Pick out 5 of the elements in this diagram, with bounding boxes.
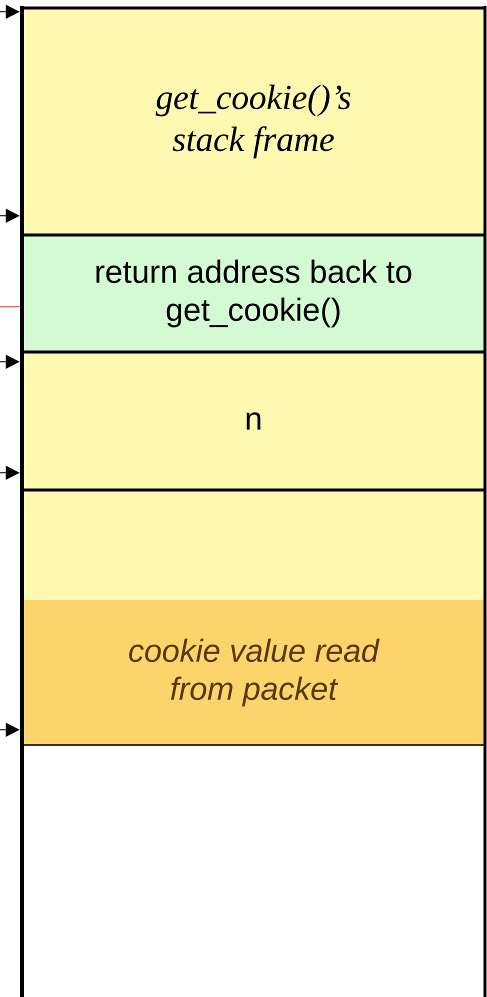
stack-slot-box: n (22, 352, 485, 490)
empty-slot-box (22, 490, 485, 600)
stack-slot-box: cookie value read from packet (22, 600, 485, 745)
stack-frame-box: get_cookie()’s stack frame (22, 8, 485, 235)
stack-slot-box: return address back to get_cookie() (22, 235, 485, 352)
